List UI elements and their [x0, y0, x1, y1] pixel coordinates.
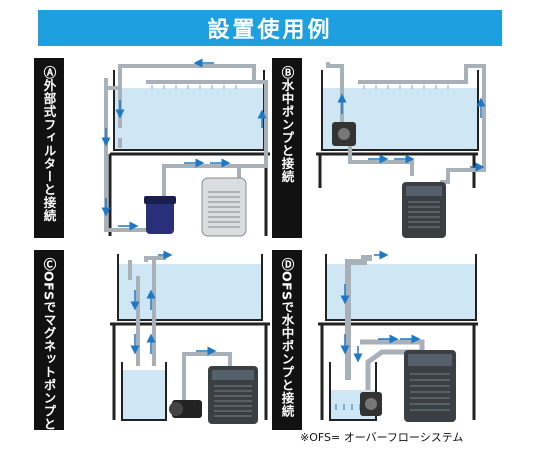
sump-tank — [329, 362, 377, 421]
return-pipe — [360, 339, 425, 350]
panel-c: ⒸOFSでマグネットポンプと接続 — [34, 250, 270, 457]
cooler-unit — [208, 366, 258, 424]
panel-d-diagram — [302, 250, 508, 430]
tank-water — [118, 264, 262, 320]
panel-c-label-bar: ⒸOFSでマグネットポンプと接続 — [34, 250, 64, 457]
return-pipe — [144, 256, 156, 366]
panel-b-label: Ⓑ水中ポンプと接続 — [279, 66, 295, 183]
panel-d: ⒹOFSで水中ポンプと接続 — [272, 250, 508, 430]
tank-water — [114, 88, 264, 150]
sump-tank — [121, 362, 167, 421]
panel-d-label-bar: ⒹOFSで水中ポンプと接続 — [272, 250, 302, 430]
external-filter-canister — [146, 200, 174, 234]
panel-a-label-bar: Ⓐ外部式フィルターと接続 — [34, 58, 64, 238]
page-title: 設置使用例 — [38, 10, 502, 46]
footnote: ※OFS= オーバーフローシステム — [300, 431, 464, 444]
stand — [318, 322, 478, 420]
panel-a: Ⓐ外部式フィルターと接続 — [34, 58, 270, 238]
aquarium-tank — [325, 254, 477, 321]
panel-c-label: ⒸOFSでマグネットポンプと接続 — [41, 258, 57, 457]
panel-b-label-bar: Ⓑ水中ポンプと接続 — [272, 58, 302, 238]
overflow-pipe — [345, 255, 372, 270]
aquarium-tank — [117, 254, 263, 321]
aquarium-tank — [321, 70, 479, 151]
panel-c-diagram — [64, 250, 270, 430]
panel-d-label: ⒹOFSで水中ポンプと接続 — [279, 258, 295, 418]
return-pipe — [118, 64, 256, 128]
panel-b: Ⓑ水中ポンプと接続 — [272, 58, 508, 238]
panel-a-label: Ⓐ外部式フィルターと接続 — [41, 66, 57, 222]
panel-b-diagram — [302, 58, 508, 238]
panel-a-diagram — [64, 58, 270, 238]
